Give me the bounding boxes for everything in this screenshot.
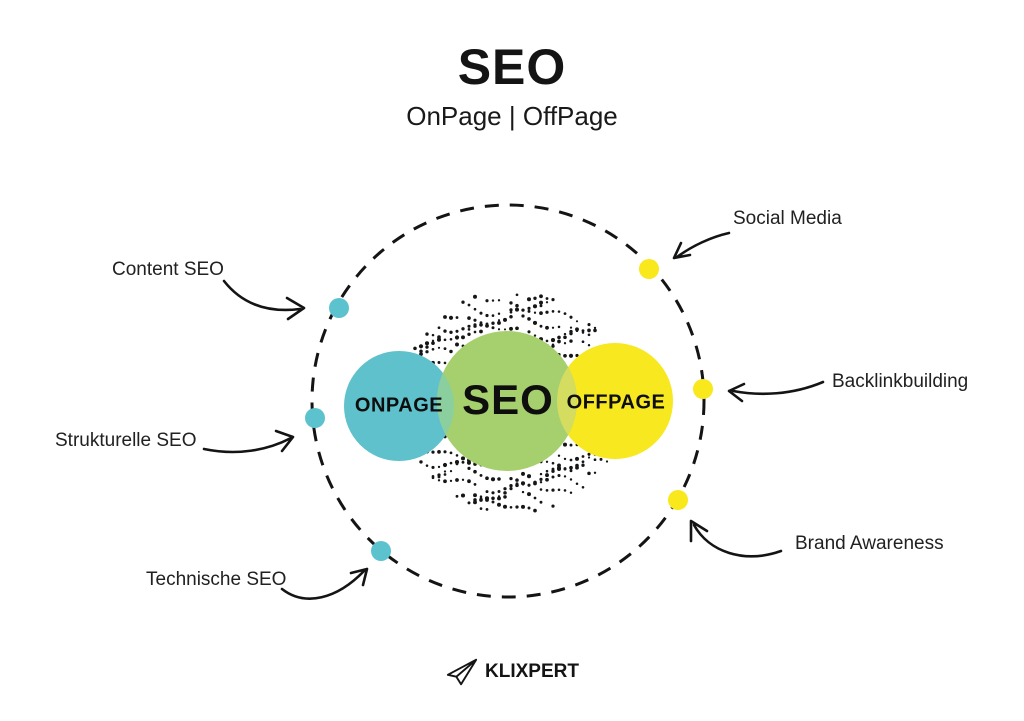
brand-name: KLIXPERT (485, 661, 579, 682)
offpage-label: OFFPAGE (566, 391, 666, 414)
callout-brand-awareness: Brand Awareness (795, 533, 944, 554)
orbit-dot-backlinkbuilding (693, 379, 713, 399)
page-title: SEO (457, 39, 567, 95)
orbit-dot-content-seo (329, 298, 349, 318)
arrow-brand-awareness (689, 519, 783, 558)
orbit-dot-brand-awareness (668, 490, 688, 510)
offpage-circle (557, 343, 673, 459)
arrow-technische-seo (280, 567, 369, 600)
callout-backlinkbuilding: Backlinkbuilding (832, 371, 969, 392)
orbit-dot-strukturelle-seo (305, 408, 325, 428)
callout-technische-seo: Technische SEO (146, 569, 287, 590)
arrow-social-media (672, 231, 731, 260)
orbit-dot-technische-seo (371, 541, 391, 561)
page-subtitle: OnPage | OffPage (406, 101, 618, 131)
onpage-circle (344, 351, 454, 461)
arrow-backlinkbuilding (727, 380, 825, 403)
callout-content-seo: Content SEO (112, 259, 224, 280)
callout-strukturelle-seo: Strukturelle SEO (55, 430, 197, 451)
arrow-content-seo (222, 279, 306, 321)
dashed-orbit-circle (310, 203, 706, 599)
callout-social-media: Social Media (733, 208, 842, 229)
seo-center-label: SEO (462, 376, 554, 423)
paper-plane-icon (446, 658, 478, 686)
seo-circle (437, 331, 577, 471)
brand-logo: KLIXPERT (0, 656, 1024, 688)
orbit-dot-social-media (639, 259, 659, 279)
arrow-strukturelle-seo (202, 429, 295, 454)
onpage-label: ONPAGE (354, 394, 444, 417)
